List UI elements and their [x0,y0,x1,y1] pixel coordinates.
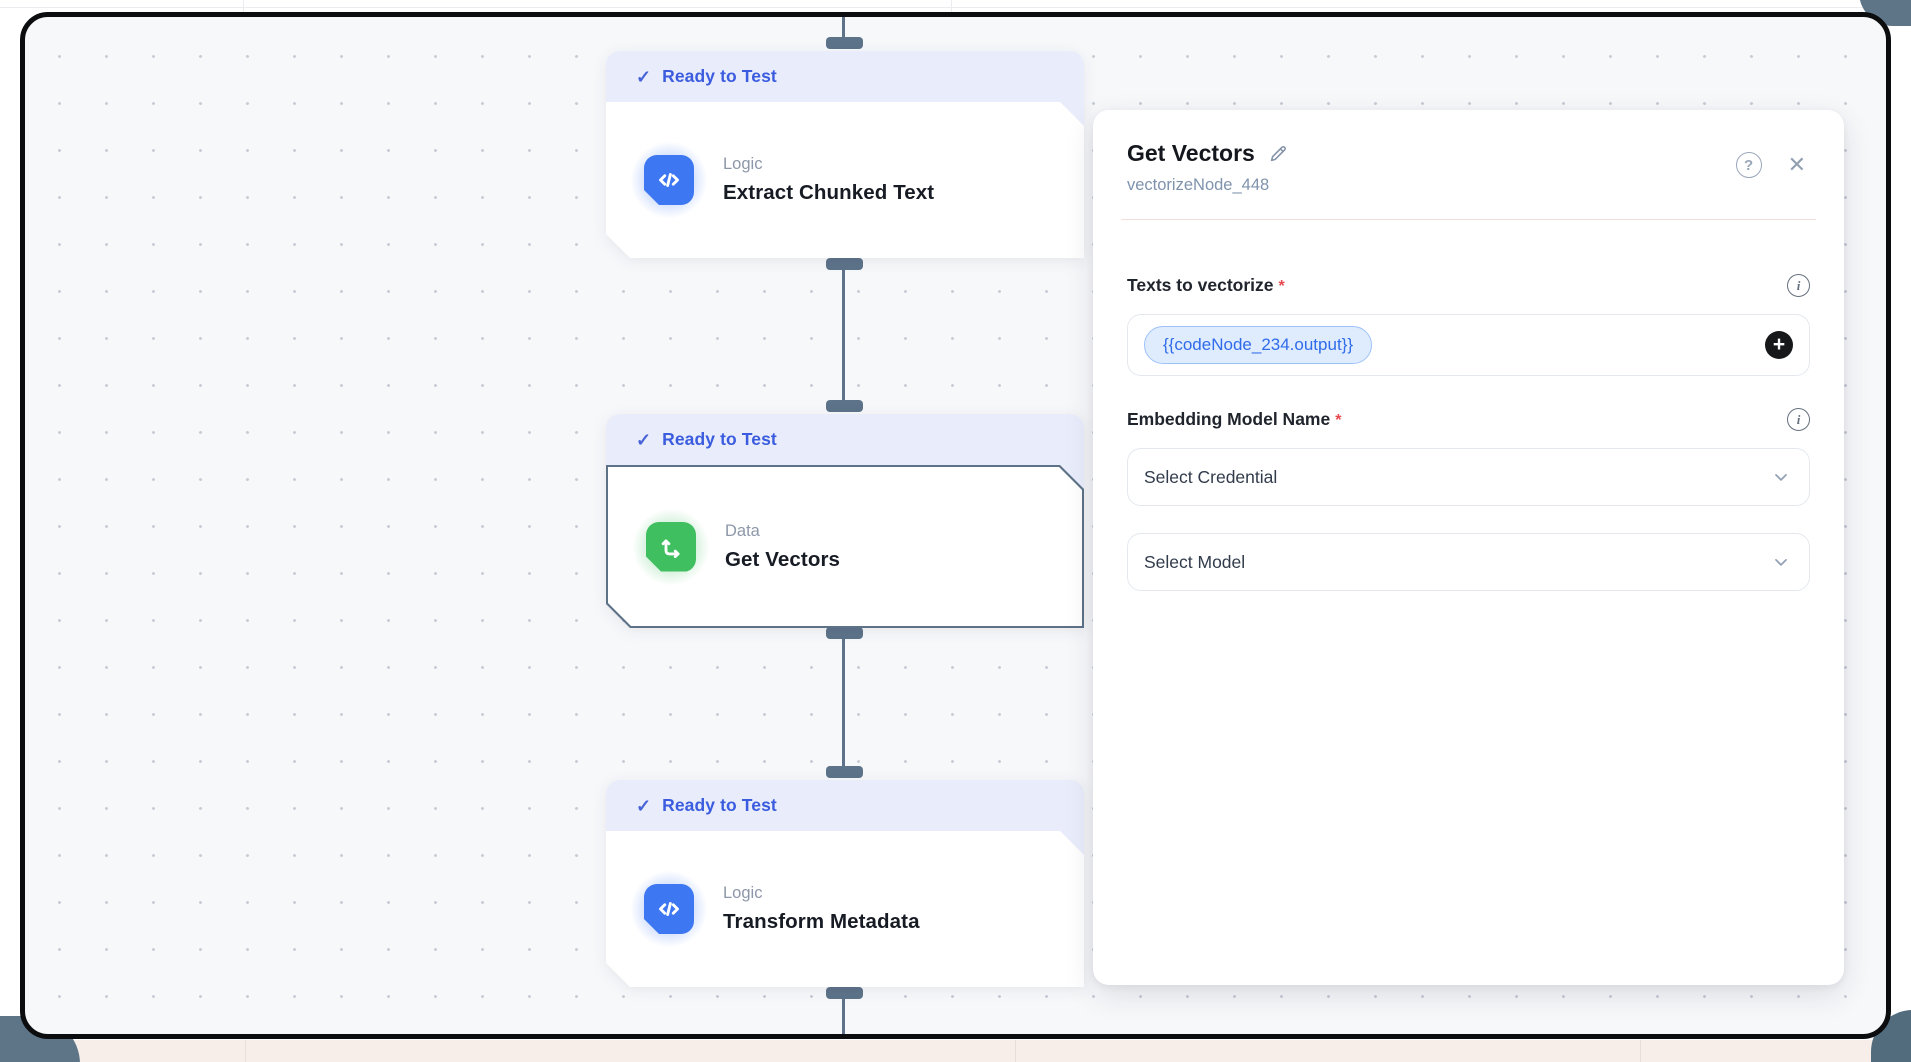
check-icon: ✓ [636,795,652,816]
connection-line [842,999,845,1034]
code-icon [644,884,694,934]
panel-divider [1121,219,1816,220]
background-gridline [1640,1040,1641,1062]
edit-pencil-icon[interactable] [1267,143,1289,165]
background-gridline [243,0,244,12]
background-strip [0,1040,1911,1062]
connection-line [842,270,845,400]
select-credential-dropdown[interactable]: Select Credential [1127,448,1810,506]
node-title: Get Vectors [725,547,841,571]
select-model-dropdown[interactable]: Select Model [1127,533,1810,591]
connection-line [842,639,845,766]
status-badge-label: Ready to Test [662,429,777,449]
connection-handle[interactable] [826,987,863,999]
select-model-value: Select Model [1144,551,1246,572]
node-transform-metadata: ✓ Ready to Test [606,17,1084,1034]
node-card-transform-metadata[interactable]: Logic Transform Metadata [606,831,1084,987]
workflow-canvas[interactable]: ✓ Ready to Test [20,12,1891,1039]
status-badge-label: Ready to Test [662,795,777,815]
background-gridline [951,0,952,12]
vector-axis-icon [646,522,696,572]
connection-handle[interactable] [826,258,863,270]
node-category: Data [725,521,760,540]
info-icon[interactable]: i [1787,274,1810,297]
background-gridline [245,1040,246,1062]
close-icon[interactable]: ✕ [1787,152,1806,177]
info-icon[interactable]: i [1787,408,1810,431]
check-icon: ✓ [636,429,652,450]
code-icon [644,155,694,205]
connection-handle[interactable] [826,766,863,778]
node-category: Logic [723,155,763,173]
texts-to-vectorize-label: Texts to vectorize [1127,275,1274,295]
connection-line [842,17,845,38]
background-gridline [1015,1040,1016,1062]
variable-chip[interactable]: {{codeNode_234.output}} [1144,326,1373,364]
required-marker: * [1335,412,1342,429]
status-badge-label: Ready to Test [662,66,777,86]
embedding-model-name-label: Embedding Model Name [1127,409,1331,429]
node-extract-chunked-text: ✓ Ready to Test [606,17,1084,1034]
add-variable-button[interactable]: + [1765,331,1793,359]
node-title: Extract Chunked Text [723,181,935,204]
help-icon[interactable]: ? [1735,152,1762,178]
background-gridline [0,7,1911,8]
node-card-get-vectors[interactable]: Data Get Vectors [606,465,1084,628]
check-icon: ✓ [636,66,652,87]
connection-handle[interactable] [826,37,863,49]
panel-title: Get Vectors [1127,140,1255,166]
connection-handle[interactable] [826,627,863,639]
node-category: Logic [723,884,763,902]
node-config-panel: Get Vectors vectorizeNode_448 ? ✕ [1093,110,1844,985]
select-credential-value: Select Credential [1144,466,1278,487]
node-id: vectorizeNode_448 [1127,176,1270,194]
required-marker: * [1278,278,1285,295]
chevron-down-icon [1771,552,1791,572]
connection-handle[interactable] [826,400,863,412]
node-title: Transform Metadata [723,910,920,933]
texts-to-vectorize-input[interactable]: {{codeNode_234.output}} + [1127,314,1810,376]
chevron-down-icon [1771,467,1791,487]
node-card-extract-chunked-text[interactable]: Logic Extract Chunked Text [606,102,1084,258]
node-get-vectors: ✓ Ready to Test [606,17,1084,1034]
